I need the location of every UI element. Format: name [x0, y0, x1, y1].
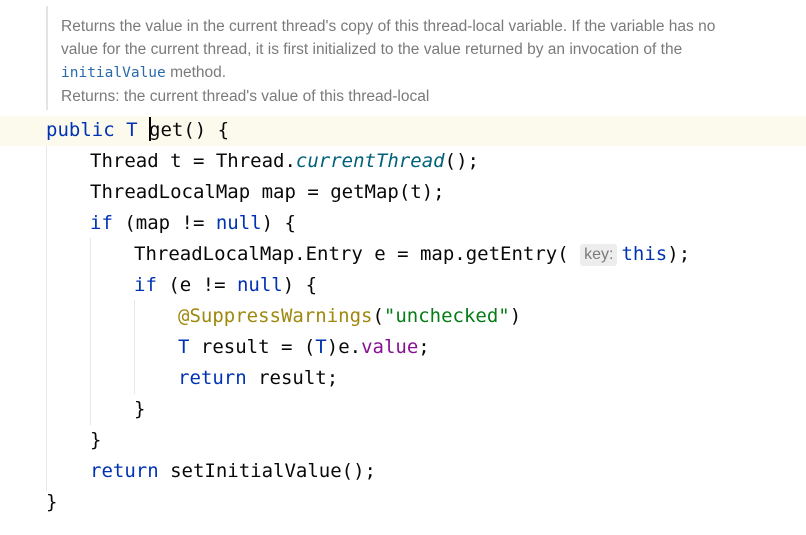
code-text: }: [134, 398, 146, 420]
code-text: (e !=: [156, 274, 237, 296]
javadoc-rendered: Returns the value in the current thread'…: [46, 6, 748, 110]
code-text: result = (: [189, 336, 316, 358]
code-text: ) {: [282, 274, 318, 296]
keyword: if: [90, 212, 113, 234]
code-line-11[interactable]: }: [90, 425, 101, 456]
type-param: T: [178, 336, 190, 358]
code-text: }: [90, 429, 102, 451]
code-text: ThreadLocalMap.Entry e = map.getEntry(: [134, 243, 569, 265]
code-line-6[interactable]: if (e != null) {: [134, 270, 317, 301]
code-text: (: [372, 305, 384, 327]
text-caret: [149, 117, 151, 141]
code-line-8[interactable]: T result = (T)e.value;: [178, 332, 430, 363]
keyword: null: [236, 274, 283, 296]
code-line-1[interactable]: public T get() {: [46, 115, 229, 146]
code-text: () {: [183, 119, 230, 141]
javadoc-code-link[interactable]: initialValue: [61, 65, 166, 81]
annotation: @SuppressWarnings: [178, 305, 373, 327]
keyword: return: [178, 367, 247, 389]
indent-guide: [134, 300, 135, 394]
method-name: get: [149, 119, 184, 141]
code-line-13[interactable]: }: [46, 487, 57, 518]
keyword: null: [215, 212, 262, 234]
code-line-7[interactable]: @SuppressWarnings("unchecked"): [178, 301, 521, 332]
type-param: T: [315, 336, 327, 358]
code-text: (map !=: [112, 212, 216, 234]
code-line-9[interactable]: return result;: [178, 363, 338, 394]
field-access: value: [361, 336, 419, 358]
code-text: );: [667, 243, 691, 265]
code-line-3[interactable]: ThreadLocalMap map = getMap(t);: [90, 177, 445, 208]
javadoc-description: Returns the value in the current thread'…: [61, 15, 741, 85]
code-text: ();: [444, 150, 479, 172]
keyword: if: [134, 274, 157, 296]
string-literal: "unchecked": [383, 305, 510, 327]
code-line-5[interactable]: ThreadLocalMap.Entry e = map.getEntry( k…: [134, 239, 690, 270]
type-param: T: [126, 119, 138, 141]
code-text: ;: [418, 336, 430, 358]
indent-guide: [90, 238, 91, 425]
code-line-4[interactable]: if (map != null) {: [90, 208, 296, 239]
code-text: }: [46, 491, 58, 513]
code-line-10[interactable]: }: [134, 394, 145, 425]
keyword: return: [90, 460, 159, 482]
static-method: currentThread: [295, 150, 445, 172]
javadoc-description-text: Returns the value in the current thread'…: [61, 18, 716, 58]
code-text: setInitialValue();: [158, 460, 376, 482]
code-line-12[interactable]: return setInitialValue();: [90, 456, 376, 487]
code-text: result;: [246, 367, 339, 389]
keyword: public: [46, 119, 115, 141]
code-text: )e.: [326, 336, 362, 358]
keyword: this: [621, 243, 668, 265]
code-text: Thread t = Thread.: [90, 150, 296, 172]
javadoc-description-suffix: method.: [165, 64, 227, 81]
code-line-2[interactable]: Thread t = Thread.currentThread();: [90, 146, 479, 177]
code-text: ) {: [261, 212, 296, 234]
code-text: ): [509, 305, 522, 327]
indent-guide: [46, 146, 47, 491]
current-line-highlight: [0, 116, 806, 146]
javadoc-returns: Returns: the current thread's value of t…: [61, 88, 430, 105]
parameter-hint: key:: [580, 244, 618, 266]
code-text: ThreadLocalMap map = getMap(t);: [90, 181, 445, 203]
